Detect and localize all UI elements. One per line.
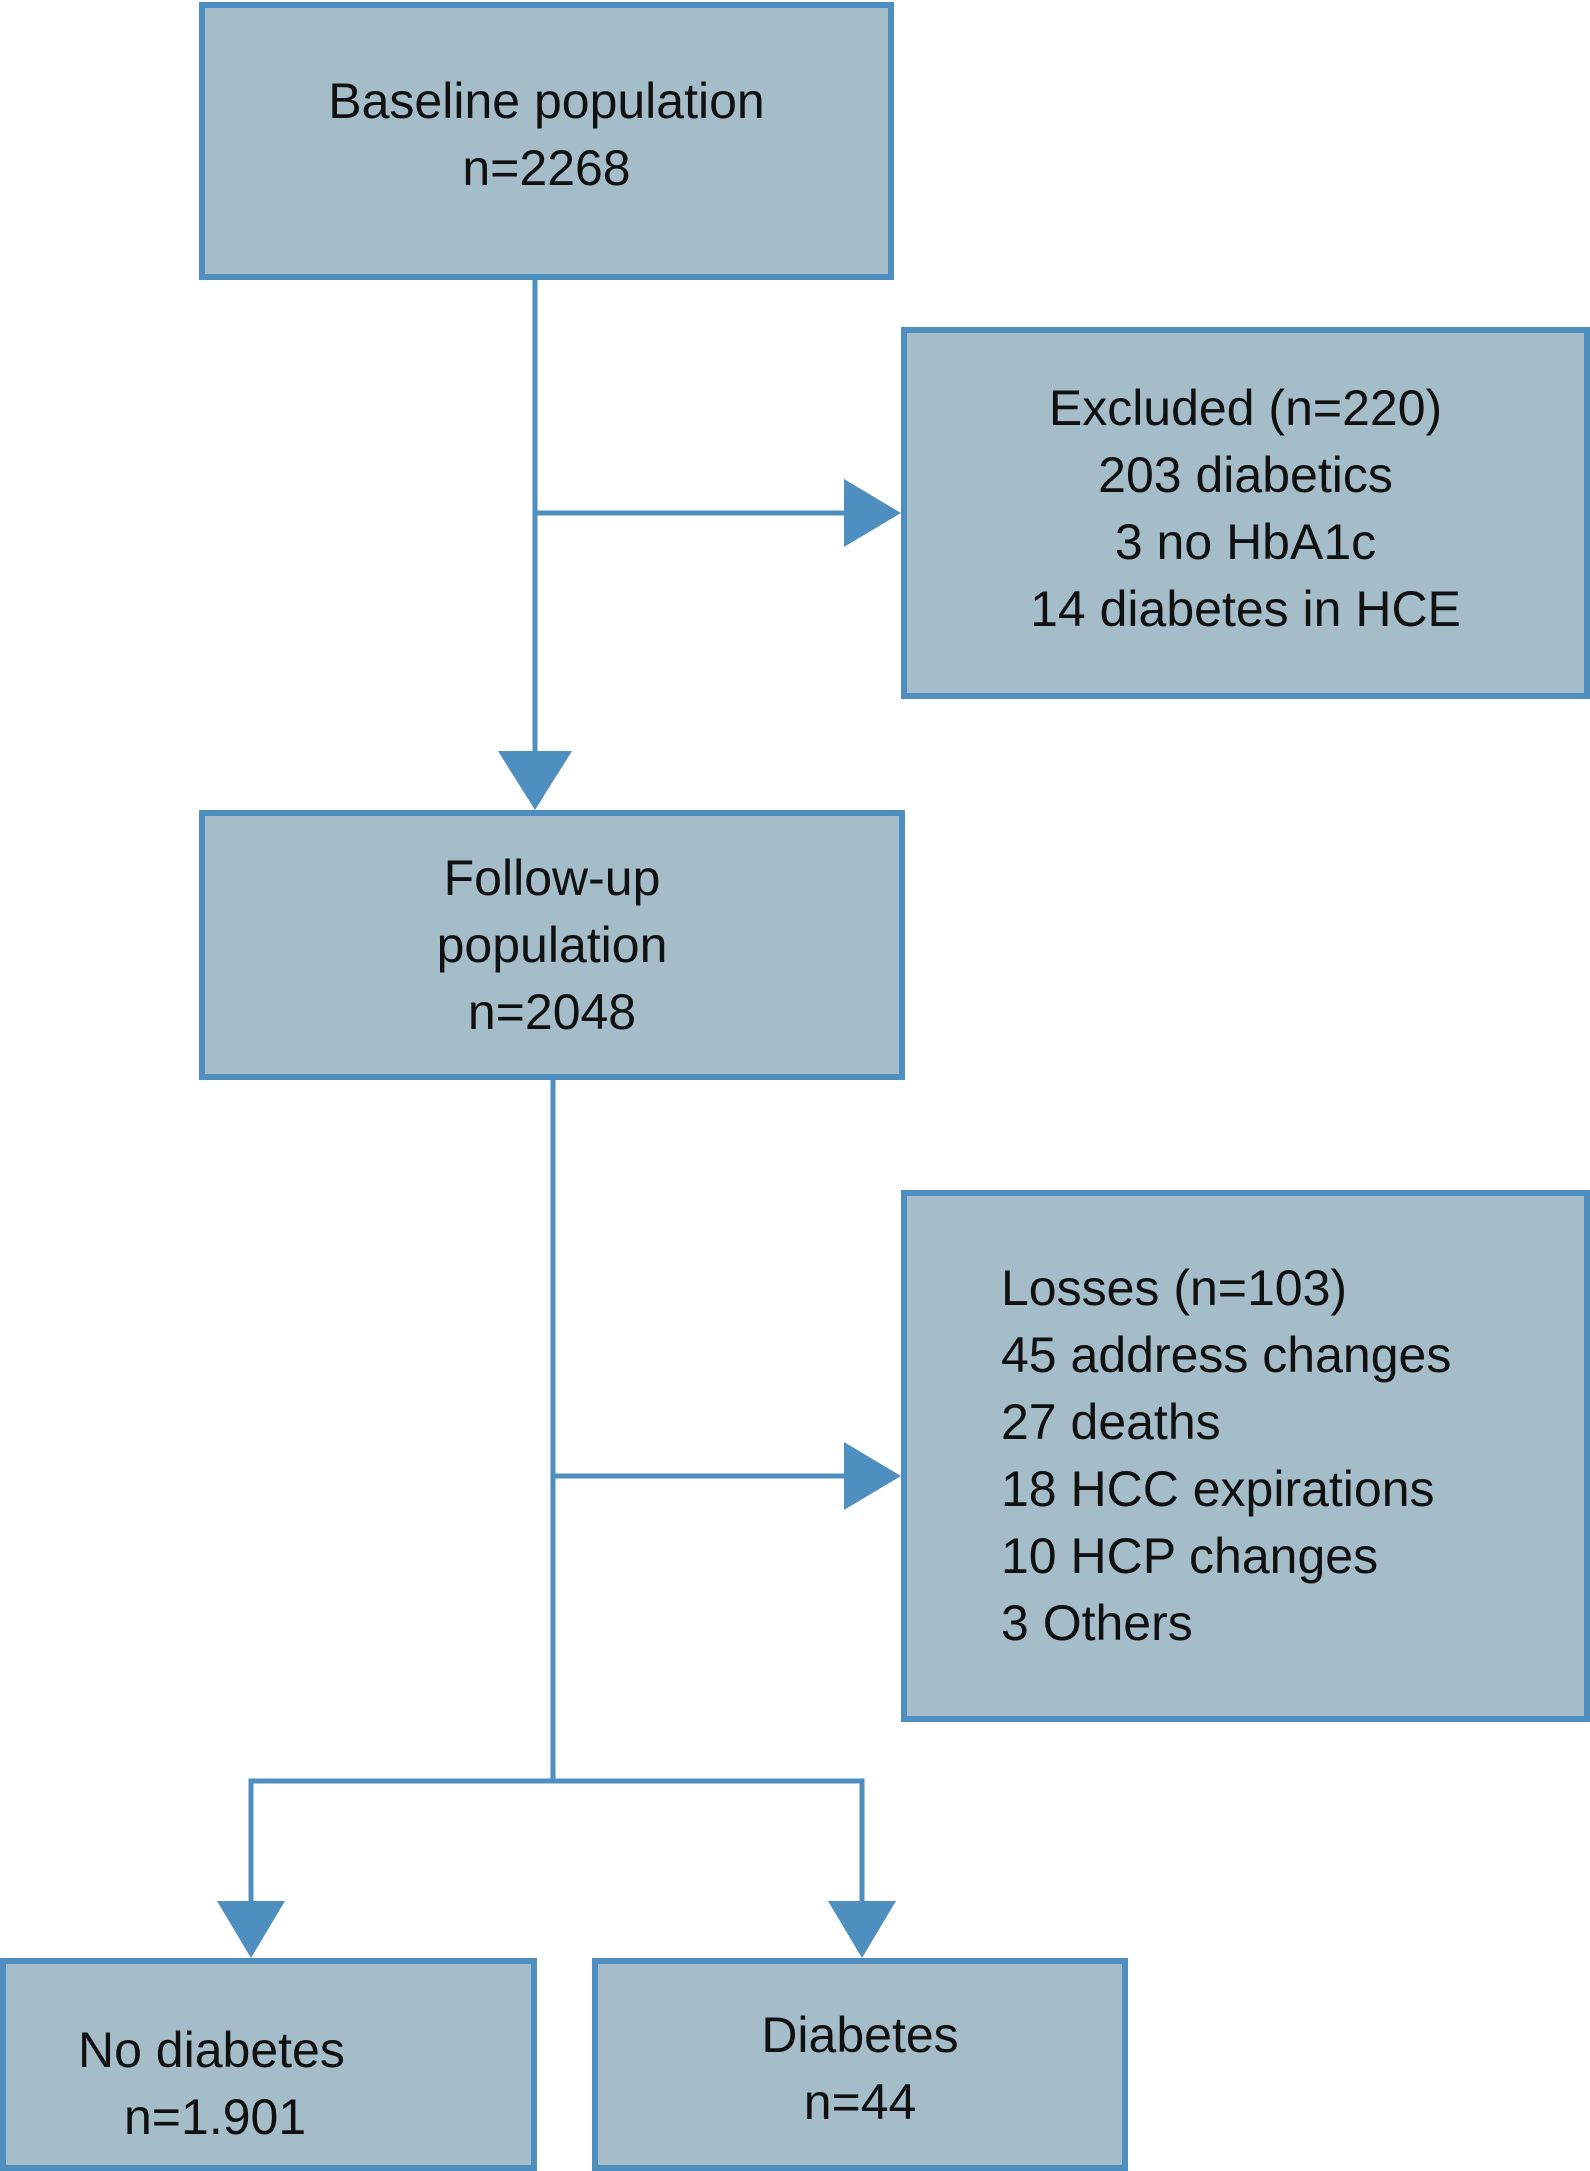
node-excluded-line-4: 14 diabetes in HCE bbox=[1030, 581, 1461, 637]
node-no-diabetes: No diabetes n=1.901 bbox=[0, 1958, 537, 2171]
node-losses-line-3: 27 deaths bbox=[1001, 1394, 1221, 1450]
node-baseline-population: Baseline population n=2268 bbox=[199, 2, 894, 280]
node-excluded-line-1: Excluded (n=220) bbox=[1048, 380, 1443, 436]
node-follow-up-population: Follow-up population n=2048 bbox=[199, 810, 905, 1080]
edge-baseline-to-followup-arrowhead bbox=[498, 751, 572, 810]
node-excluded-line-2: 203 diabetics bbox=[1098, 447, 1393, 503]
node-losses-line-2: 45 address changes bbox=[1001, 1327, 1452, 1383]
node-excluded-line-3: 3 no HbA1c bbox=[1114, 514, 1377, 570]
node-followup-line-1: Follow-up bbox=[443, 849, 661, 906]
node-baseline-line-2: n=2268 bbox=[462, 140, 631, 196]
node-losses-line-5: 10 HCP changes bbox=[1001, 1528, 1379, 1584]
node-diabetes-line-1: Diabetes bbox=[761, 2007, 959, 2063]
node-followup-line-2: population bbox=[436, 916, 668, 973]
node-no-diabetes-line-1: No diabetes bbox=[78, 2021, 345, 2078]
node-diabetes: Diabetes n=44 bbox=[592, 1958, 1128, 2171]
edge-baseline-to-excluded-arrowhead bbox=[844, 479, 901, 547]
edge-followup-to-no-diabetes-arrowhead bbox=[217, 1901, 285, 1958]
node-baseline-line-1: Baseline population bbox=[328, 73, 765, 129]
edge-split-horizontal-line bbox=[248, 1778, 865, 1903]
edge-followup-to-diabetes-arrowhead bbox=[828, 1901, 896, 1958]
node-losses-line-6: 3 Others bbox=[1001, 1595, 1193, 1651]
node-losses: Losses (n=103) 45 address changes 27 dea… bbox=[901, 1190, 1590, 1722]
node-excluded: Excluded (n=220) 203 diabetics 3 no HbA1… bbox=[901, 327, 1590, 699]
edge-followup-to-losses-arrowhead bbox=[844, 1442, 901, 1510]
node-diabetes-line-2: n=44 bbox=[803, 2074, 917, 2130]
node-losses-line-4: 18 HCC expirations bbox=[1001, 1461, 1435, 1517]
node-no-diabetes-line-2: n=1.901 bbox=[124, 2088, 307, 2145]
node-followup-line-3: n=2048 bbox=[467, 983, 637, 1040]
node-losses-line-1: Losses (n=103) bbox=[1001, 1260, 1348, 1316]
